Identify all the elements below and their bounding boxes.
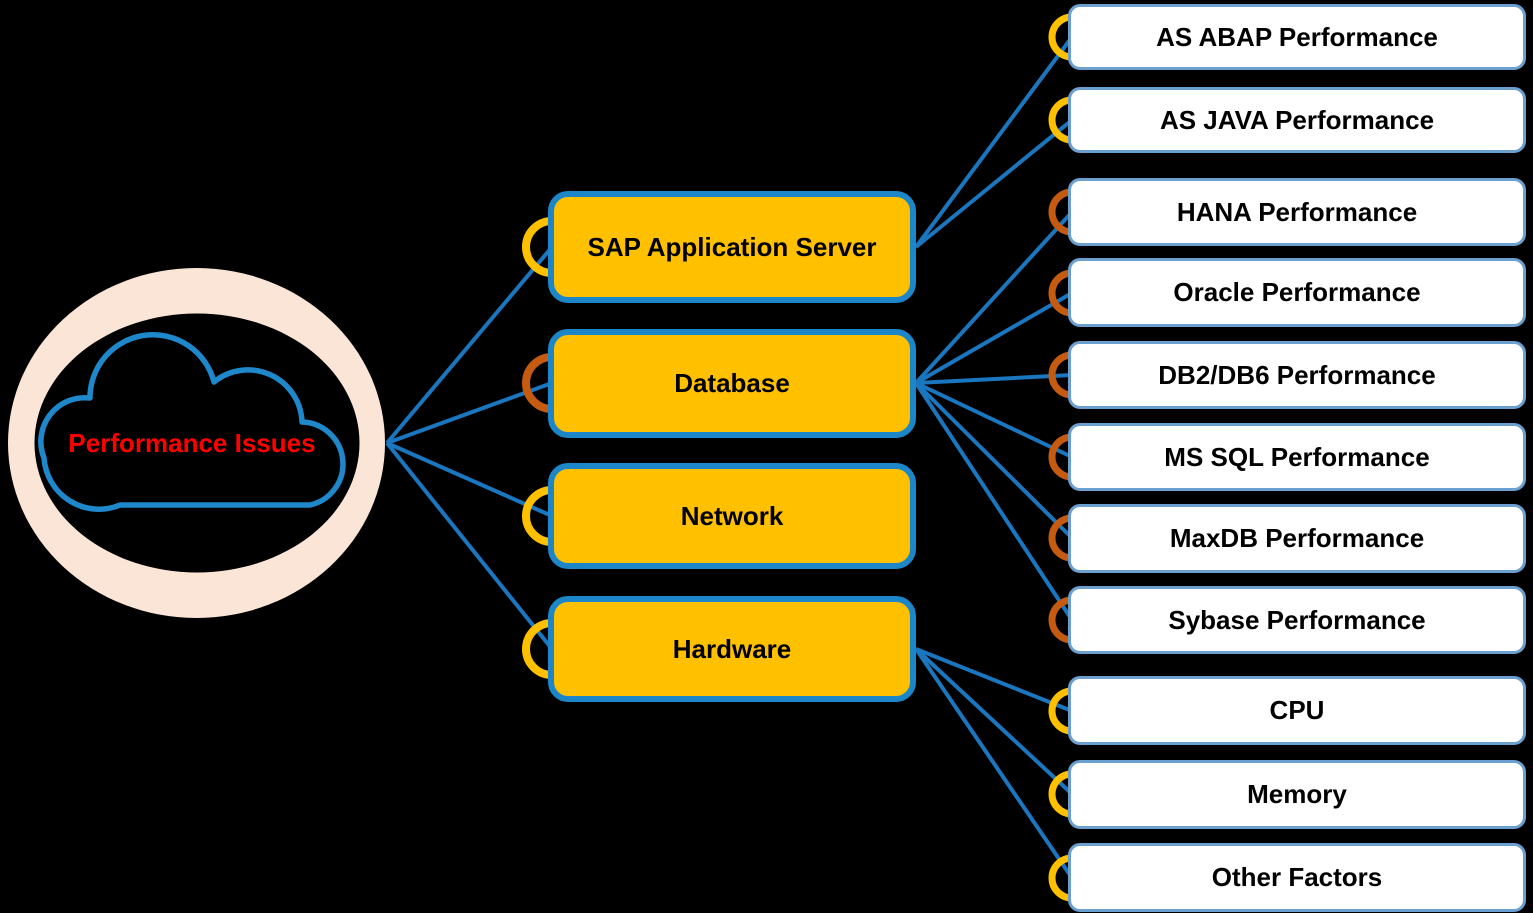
leaf-label: DB2/DB6 Performance: [1158, 359, 1436, 390]
leaf-box-maxdb-performance: MaxDB Performance: [1068, 504, 1526, 573]
leaf-label: HANA Performance: [1176, 196, 1418, 227]
category-box-sap-application-server: SAP Application Server: [548, 191, 916, 303]
leaf-label: Memory: [1247, 779, 1347, 809]
cloud-to-category-links: [385, 245, 554, 651]
leaf-box-cpu: CPU: [1068, 676, 1526, 745]
cloud-icon: [38, 332, 346, 512]
root-label: Performance Issues: [68, 428, 316, 458]
category-box-database: Database: [548, 329, 916, 438]
category-label: Hardware: [672, 633, 792, 664]
leaf-label: CPU: [1269, 695, 1325, 725]
sap-to-leaf-links: [914, 35, 1074, 249]
leaf-box-other-factors: Other Factors: [1068, 843, 1526, 912]
connector-line: [914, 381, 1074, 540]
hardware-to-leaf-links: [914, 647, 1074, 880]
leaf-label: Sybase Performance: [1168, 604, 1426, 635]
category-label: SAP Application Server: [587, 231, 877, 262]
leaf-box-as-abap-performance: AS ABAP Performance: [1068, 4, 1526, 70]
leaf-box-hana-performance: HANA Performance: [1068, 178, 1526, 246]
leaf-label: Other Factors: [1211, 862, 1383, 892]
leaf-box-memory: Memory: [1068, 760, 1526, 829]
leaf-label: MaxDB Performance: [1169, 523, 1425, 553]
connector-line: [914, 118, 1074, 249]
leaf-box-sybase-performance: Sybase Performance: [1068, 586, 1526, 654]
leaf-box-as-java-performance: AS JAVA Performance: [1068, 87, 1526, 153]
connector-line: [915, 291, 1073, 385]
leaf-box-oracle-performance: Oracle Performance: [1068, 258, 1526, 327]
leaf-box-ms-sql-performance: MS SQL Performance: [1068, 423, 1526, 491]
leaf-label: MS SQL Performance: [1164, 441, 1430, 472]
category-box-hardware: Hardware: [548, 596, 916, 702]
connector-line: [386, 441, 553, 518]
leaf-box-db2-db6-performance: DB2/DB6 Performance: [1068, 341, 1526, 409]
category-label: Database: [674, 368, 790, 398]
category-label: Network: [680, 500, 784, 531]
leaf-label: AS JAVA Performance: [1159, 104, 1435, 135]
connector-line: [914, 35, 1074, 249]
connector-line: [915, 381, 1073, 459]
connector-line: [914, 210, 1074, 385]
category-box-network: Network: [548, 463, 916, 569]
database-to-leaf-links: [914, 210, 1074, 622]
connector-line: [914, 647, 1074, 880]
connector-line: [385, 245, 554, 445]
connector-line: [915, 647, 1073, 713]
connector-line: [914, 381, 1074, 622]
leaf-label: Oracle Performance: [1173, 277, 1421, 307]
connector-line: [915, 373, 1073, 385]
leaf-label: AS ABAP Performance: [1156, 21, 1438, 52]
connector-line: [385, 441, 554, 651]
connector-line: [914, 647, 1074, 796]
